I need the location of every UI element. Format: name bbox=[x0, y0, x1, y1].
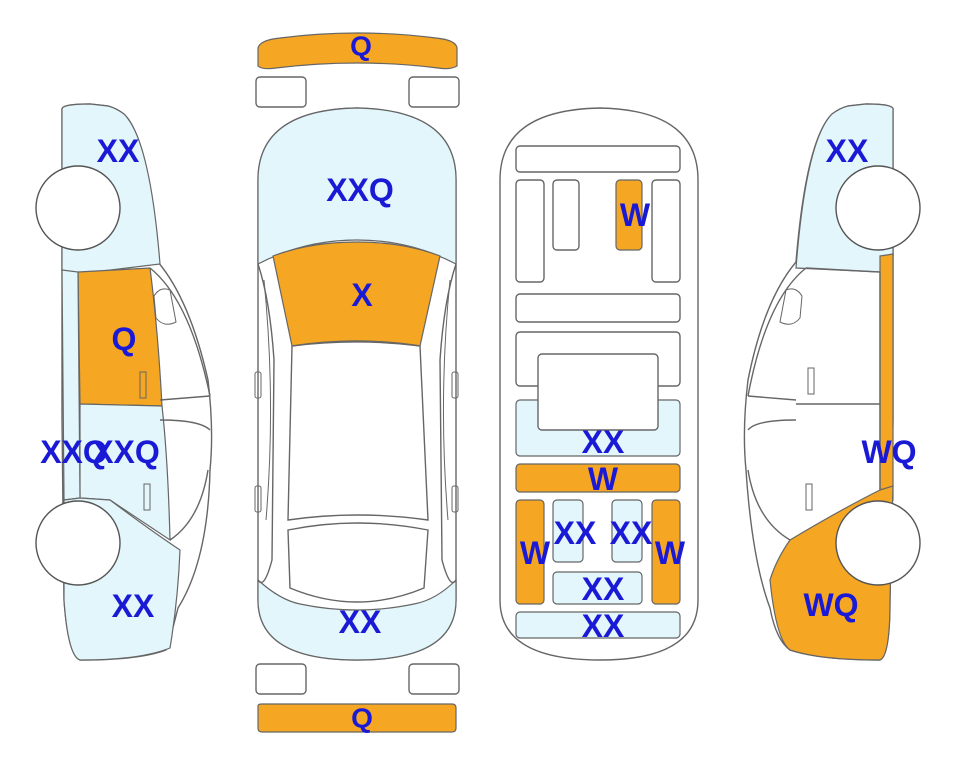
damage-labels: Q XXQ X XX Q XX Q XXQ XXQ XX W XX W W XX… bbox=[40, 31, 916, 734]
right-mirror bbox=[779, 288, 803, 325]
label-right-front-fender: XX bbox=[826, 133, 869, 169]
roof-outline bbox=[287, 340, 429, 521]
label-right-rear-quarter: WQ bbox=[803, 587, 858, 623]
underbody-tank bbox=[537, 353, 659, 431]
right-front-handle bbox=[807, 367, 815, 395]
floor-left-pan-panel[interactable] bbox=[552, 499, 584, 563]
left-rear-handle bbox=[143, 483, 151, 511]
top-view bbox=[254, 32, 460, 733]
left-side-rear-window bbox=[169, 469, 209, 541]
windshield-panel[interactable] bbox=[272, 241, 441, 347]
hood-panel[interactable] bbox=[257, 107, 457, 265]
right-side-glass-line bbox=[747, 395, 797, 401]
floor-right-pan-panel[interactable] bbox=[611, 499, 643, 563]
floor-rear-panel[interactable] bbox=[515, 611, 681, 639]
rear-left-taillight bbox=[255, 663, 307, 695]
right-side-rear-window bbox=[747, 469, 791, 541]
label-floor-front-member: W bbox=[620, 197, 651, 233]
underbody-view bbox=[499, 107, 699, 661]
right-handle-top bbox=[451, 485, 459, 513]
left-side-rear-glass bbox=[159, 419, 211, 431]
label-hood: XXQ bbox=[326, 172, 394, 208]
label-rear-bumper: Q bbox=[351, 703, 373, 734]
label-right-sill: WQ bbox=[861, 434, 916, 470]
left-front-handle bbox=[139, 371, 147, 399]
rear-bumper-panel[interactable] bbox=[257, 703, 457, 733]
label-left-front-door: Q bbox=[112, 321, 137, 357]
label-floor-rear-center: XX bbox=[582, 571, 625, 607]
floor-left-rail-panel[interactable] bbox=[515, 499, 545, 605]
label-floor-center: XX bbox=[582, 424, 625, 460]
label-floor-right-rail: W bbox=[655, 535, 686, 571]
left-side-glass-line bbox=[159, 395, 211, 401]
left-handle-top bbox=[254, 485, 262, 513]
right-side-view bbox=[743, 103, 921, 661]
label-left-front-fender: XX bbox=[97, 133, 140, 169]
label-windshield: X bbox=[351, 277, 373, 313]
rear-glass-outline bbox=[287, 522, 429, 603]
left-side-trim bbox=[263, 279, 272, 521]
label-floor-left-pan: XX bbox=[554, 515, 597, 551]
left-side-view bbox=[35, 103, 213, 661]
label-roof-rear: XX bbox=[339, 604, 382, 640]
underbody-left-front-rail bbox=[515, 179, 545, 283]
right-mirror-top bbox=[451, 371, 459, 399]
right-front-wheel bbox=[835, 165, 921, 251]
label-floor-right-pan: XX bbox=[610, 515, 653, 551]
label-front-bumper: Q bbox=[350, 31, 372, 62]
label-left-rear-door: XXQ bbox=[92, 434, 160, 470]
left-mirror bbox=[153, 288, 177, 325]
left-rear-wheel bbox=[35, 500, 121, 586]
floor-front-member-panel[interactable] bbox=[615, 179, 643, 251]
right-rear-wheel bbox=[835, 500, 921, 586]
right-side-rear-glass bbox=[747, 419, 797, 431]
left-side-window-line bbox=[149, 267, 211, 397]
front-right-headlight bbox=[408, 76, 460, 108]
right-side-window-line bbox=[747, 267, 807, 397]
underbody-front-panel bbox=[515, 145, 681, 173]
rear-right-taillight bbox=[408, 663, 460, 695]
right-side-trim bbox=[442, 279, 451, 521]
underbody-crossbar bbox=[515, 293, 681, 323]
underbody-right-front-rail bbox=[651, 179, 681, 283]
left-mirror-top bbox=[254, 371, 262, 399]
underbody-inner-left-rail bbox=[552, 179, 580, 251]
floor-rear-center-panel[interactable] bbox=[552, 571, 643, 605]
floor-right-rail-panel[interactable] bbox=[651, 499, 681, 605]
label-left-sill: XXQ bbox=[40, 434, 108, 470]
label-floor-left-rail: W bbox=[520, 535, 551, 571]
label-left-rear-quarter: XX bbox=[112, 588, 155, 624]
floor-crossmember-panel[interactable] bbox=[515, 463, 681, 493]
left-front-wheel bbox=[35, 165, 121, 251]
front-left-headlight bbox=[255, 76, 307, 108]
label-floor-rear: XX bbox=[582, 608, 625, 644]
right-rear-handle bbox=[805, 483, 813, 511]
front-bumper-panel[interactable] bbox=[257, 32, 458, 70]
right-door-divider bbox=[805, 267, 881, 490]
label-floor-crossmember: W bbox=[588, 461, 619, 497]
